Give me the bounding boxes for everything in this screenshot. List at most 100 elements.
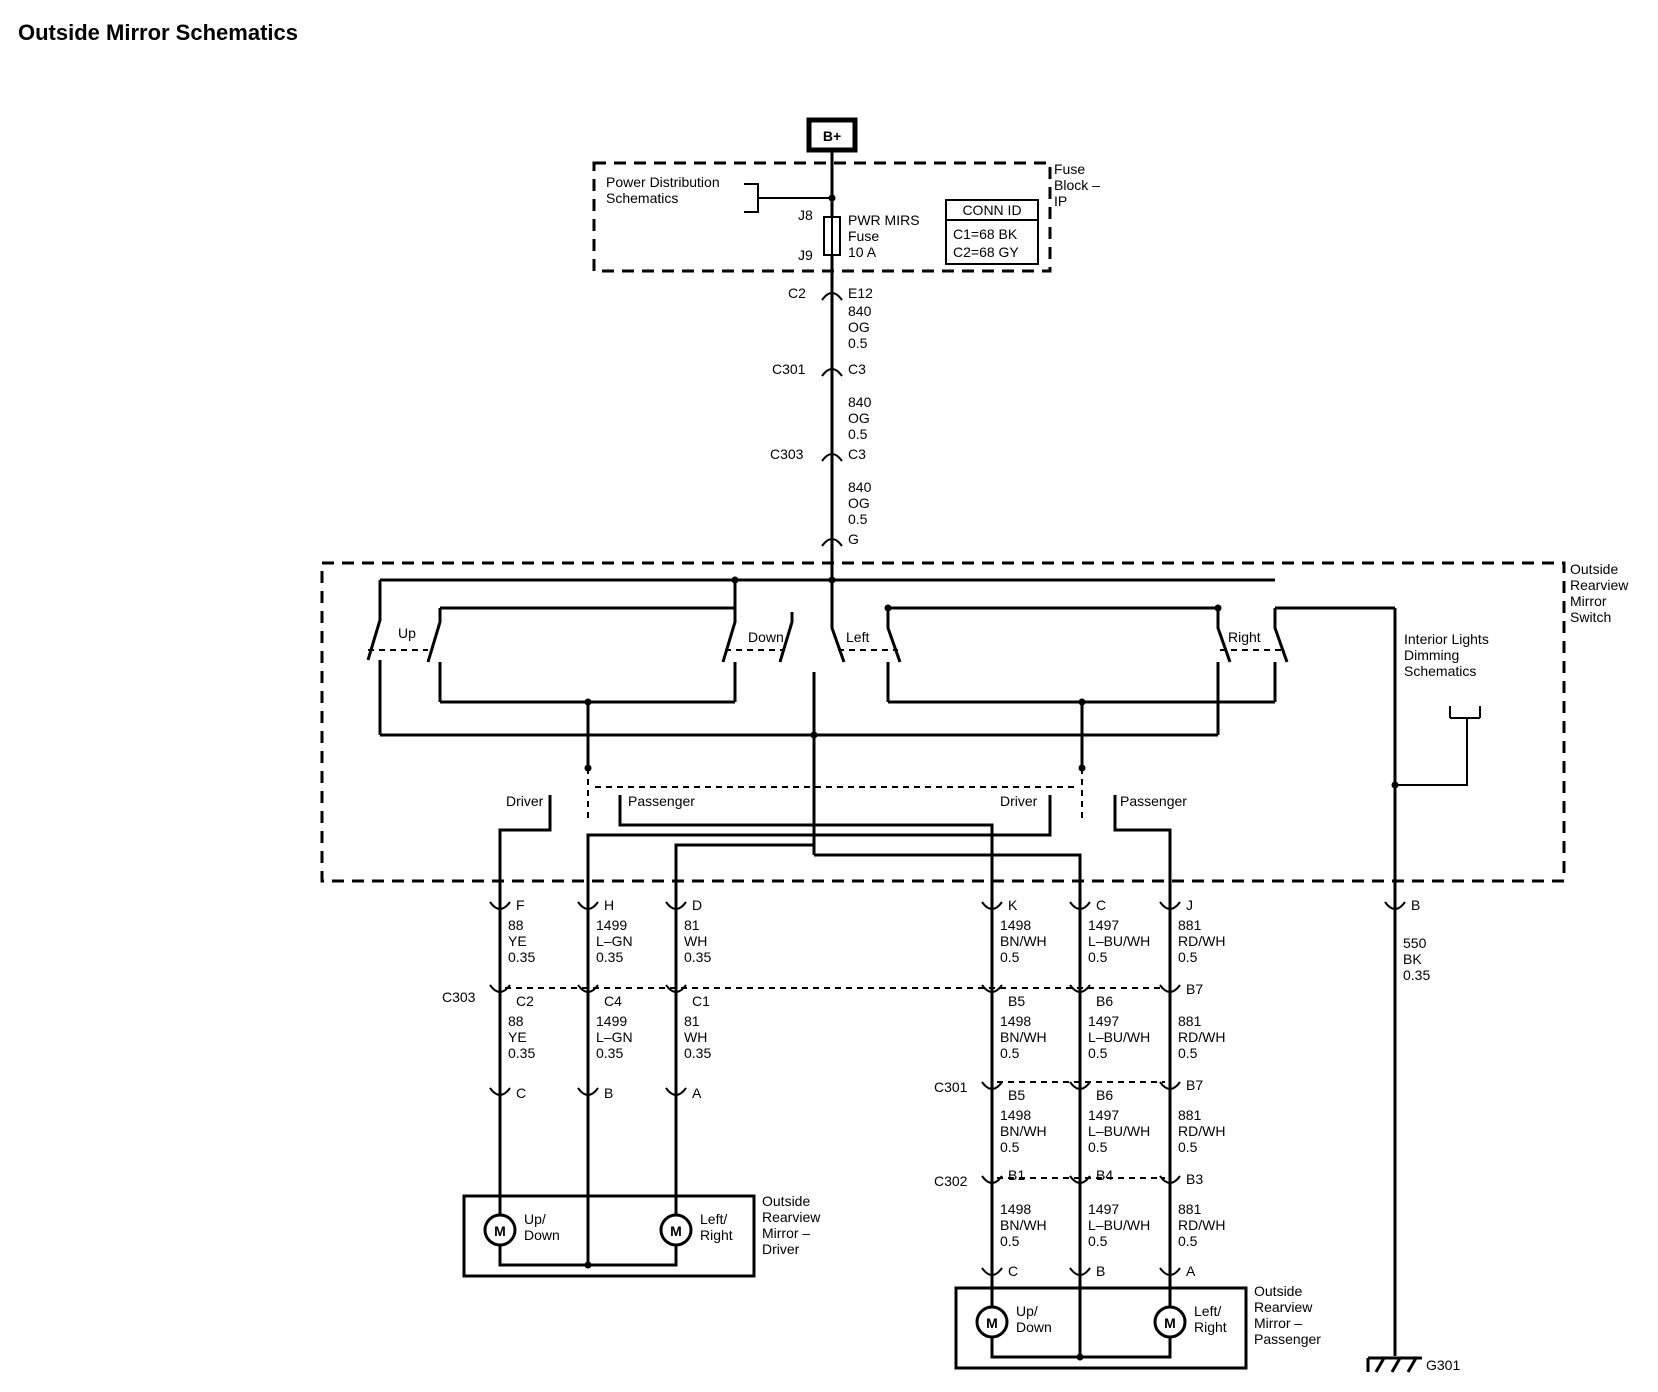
dimming-label: Interior Lights	[1404, 631, 1489, 647]
passenger-mirror-name: Passenger	[1254, 1331, 1321, 1347]
driver-mirror-connector: C B A	[516, 1085, 702, 1101]
svg-text:1497: 1497	[1088, 1201, 1119, 1217]
switch-left-label: Left	[846, 629, 869, 645]
svg-text:0.5: 0.5	[1178, 1139, 1198, 1155]
passenger-leftright-motor-icon: M	[1153, 1305, 1187, 1339]
svg-text:0.5: 0.5	[848, 511, 868, 527]
fuse-block-label: IP	[1054, 193, 1067, 209]
svg-text:1498: 1498	[1000, 1201, 1031, 1217]
switch-name: Switch	[1570, 609, 1611, 625]
svg-text:1497: 1497	[1088, 1013, 1119, 1029]
motor-label: Right	[1194, 1319, 1227, 1335]
svg-text:L–GN: L–GN	[596, 933, 633, 949]
page-title: Outside Mirror Schematics	[18, 20, 298, 45]
svg-text:B: B	[1096, 1263, 1105, 1279]
pin-label: B	[1411, 897, 1420, 913]
svg-text:L–GN: L–GN	[596, 1029, 633, 1045]
c301-labels: C301 B5 B6 B7 1498 BN/WH 0.5 1497 L–BU/W…	[934, 1077, 1225, 1155]
svg-text:881: 881	[1178, 1013, 1202, 1029]
svg-text:B7: B7	[1186, 1077, 1203, 1093]
fuse-name: PWR MIRS	[848, 212, 920, 228]
mirror-switch-outline	[320, 561, 1566, 883]
ground-icon	[1366, 1356, 1422, 1373]
svg-text:0.5: 0.5	[848, 335, 868, 351]
svg-text:C301: C301	[772, 361, 806, 377]
pin-label: J	[1186, 897, 1193, 913]
svg-text:0.35: 0.35	[596, 949, 623, 965]
svg-text:OG: OG	[848, 319, 870, 335]
fuse-block-outline	[592, 161, 1052, 273]
svg-text:0.35: 0.35	[508, 1045, 535, 1061]
svg-text:0.5: 0.5	[1000, 949, 1020, 965]
svg-text:1498: 1498	[1000, 1013, 1031, 1029]
switch-right-label: Right	[1228, 629, 1261, 645]
svg-text:881: 881	[1178, 1107, 1202, 1123]
svg-text:C4: C4	[604, 993, 622, 1009]
svg-text:WH: WH	[684, 933, 707, 949]
svg-text:881: 881	[1178, 1201, 1202, 1217]
fuse-block-label: Fuse	[1054, 161, 1085, 177]
svg-text:B6: B6	[1096, 1087, 1113, 1103]
splice-dot	[828, 194, 836, 202]
output-wires	[489, 901, 1406, 1356]
svg-text:B5: B5	[1008, 993, 1025, 1009]
driver-mirror-name: Outside	[762, 1193, 810, 1209]
svg-text:M: M	[670, 1223, 682, 1239]
svg-text:0.35: 0.35	[508, 949, 535, 965]
switch-name: Outside	[1570, 561, 1618, 577]
conn-id-table: CONN ID C1=68 BK C2=68 GY	[945, 199, 1039, 265]
pin-label: H	[604, 897, 614, 913]
svg-text:E12: E12	[848, 285, 873, 301]
wire-labels-mid: 88 YE 0.35 1499 L–GN 0.35 81 WH 0.35 149…	[508, 1013, 1225, 1061]
svg-text:1498: 1498	[1000, 1107, 1031, 1123]
svg-text:0.5: 0.5	[1178, 949, 1198, 965]
svg-text:0.35: 0.35	[684, 1045, 711, 1061]
pin-label: C	[1096, 897, 1106, 913]
motor-label: Left/	[700, 1211, 727, 1227]
svg-text:0.5: 0.5	[1000, 1045, 1020, 1061]
svg-text:C3: C3	[848, 361, 866, 377]
svg-text:B1: B1	[1008, 1167, 1025, 1183]
feed-connectors: C2 E12 840 OG 0.5 C301 C3 840 OG 0.5 C30…	[770, 285, 873, 548]
svg-text:B6: B6	[1096, 993, 1113, 1009]
svg-text:RD/WH: RD/WH	[1178, 933, 1225, 949]
svg-text:0.5: 0.5	[1088, 1045, 1108, 1061]
motor-label: Up/	[1016, 1303, 1038, 1319]
passenger-mirror-name: Rearview	[1254, 1299, 1313, 1315]
svg-text:0.35: 0.35	[684, 949, 711, 965]
svg-text:840: 840	[848, 479, 872, 495]
svg-text:88: 88	[508, 1013, 524, 1029]
pds-label: Schematics	[606, 190, 678, 206]
switch-up-label: Up	[398, 625, 416, 641]
dimming-label: Schematics	[1404, 663, 1476, 679]
svg-text:B4: B4	[1096, 1167, 1113, 1183]
svg-text:RD/WH: RD/WH	[1178, 1217, 1225, 1233]
ground-label: G301	[1426, 1357, 1460, 1373]
svg-text:A: A	[692, 1085, 702, 1101]
svg-text:C: C	[1008, 1263, 1018, 1279]
svg-text:550: 550	[1403, 935, 1427, 951]
svg-text:C: C	[516, 1085, 526, 1101]
svg-text:A: A	[1186, 1263, 1196, 1279]
passenger-label: Passenger	[628, 793, 695, 809]
svg-text:C302: C302	[934, 1173, 968, 1189]
svg-text:B5: B5	[1008, 1087, 1025, 1103]
svg-text:M: M	[986, 1315, 998, 1331]
svg-text:OG: OG	[848, 495, 870, 511]
svg-text:1497: 1497	[1088, 917, 1119, 933]
svg-text:L–BU/WH: L–BU/WH	[1088, 933, 1150, 949]
svg-text:81: 81	[684, 1013, 700, 1029]
svg-text:C303: C303	[770, 446, 804, 462]
motor-label: Right	[700, 1227, 733, 1243]
svg-text:L–BU/WH: L–BU/WH	[1088, 1123, 1150, 1139]
passenger-mirror-box	[954, 1286, 1248, 1370]
pin-label: D	[692, 897, 702, 913]
svg-text:1497: 1497	[1088, 1107, 1119, 1123]
fuse-pin-label: J9	[798, 247, 813, 263]
svg-text:B+: B+	[823, 128, 841, 144]
switch-name: Rearview	[1570, 577, 1629, 593]
driver-mirror-name: Driver	[762, 1241, 800, 1257]
fuse-word: Fuse	[848, 228, 879, 244]
svg-text:BN/WH: BN/WH	[1000, 1123, 1047, 1139]
